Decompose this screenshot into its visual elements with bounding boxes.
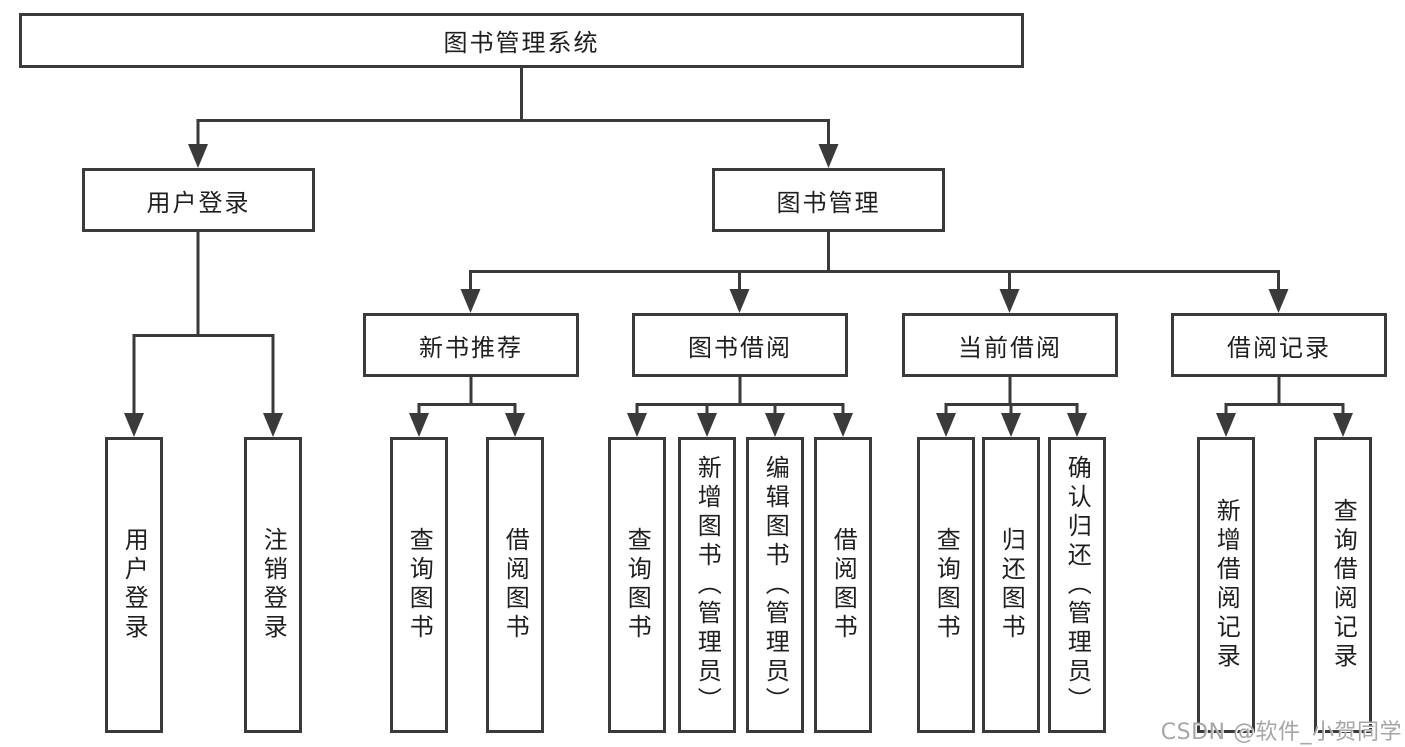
node-label: 图书管理系统 [443,29,600,57]
node-label: 图书借阅 [688,333,792,362]
node-label: 查询图书 [623,527,652,643]
node-label: 借阅记录 [1227,333,1331,362]
leaf-add-borrow-record: 新增借阅记录 [1197,437,1255,733]
node-label: 借阅图书 [829,527,858,643]
leaf-user-login: 用户登录 [105,437,163,733]
leaf-edit-books-admin: 编辑图书（管理员） [746,437,804,733]
leaf-logout: 注销登录 [244,437,302,733]
node-label: 查询借阅记录 [1329,498,1358,672]
leaf-return-books: 归还图书 [982,437,1040,733]
csdn-watermark: CSDN @软件_小贺同学 [1160,720,1402,745]
node-book-management: 图书管理 [712,168,945,232]
leaf-query-books-recommend: 查询图书 [390,437,448,733]
node-label: 查询图书 [405,527,434,643]
leaf-add-books-admin: 新增图书（管理员） [678,437,736,733]
node-label: 当前借阅 [958,333,1062,362]
node-label: 图书管理 [776,188,881,217]
arrowhead-group [124,144,1353,437]
leaf-borrow-books: 借阅图书 [814,437,872,733]
leaf-query-books-current: 查询图书 [917,437,975,733]
node-borrow-records: 借阅记录 [1171,313,1387,377]
node-new-book-recommend: 新书推荐 [363,313,579,377]
leaf-query-borrow-record: 查询借阅记录 [1314,437,1372,733]
leaf-query-books-borrow: 查询图书 [608,437,666,733]
node-label: 新增图书（管理员） [693,454,722,716]
node-label: 确认归还（管理员） [1063,454,1092,716]
node-label: 新书推荐 [419,333,523,362]
node-user-login: 用户登录 [82,168,315,232]
node-label: 注销登录 [259,527,288,643]
node-library-management-system: 图书管理系统 [19,13,1024,68]
node-book-borrow: 图书借阅 [632,313,848,377]
node-label: 用户登录 [146,188,251,217]
node-label: 用户登录 [120,527,149,643]
leaf-borrow-books-recommend: 借阅图书 [486,437,544,733]
node-label: 查询图书 [932,527,961,643]
node-label: 编辑图书（管理员） [761,454,790,716]
node-label: 归还图书 [997,527,1026,643]
node-current-borrow: 当前借阅 [902,313,1118,377]
node-label: 借阅图书 [501,527,530,643]
leaf-confirm-return-admin: 确认归还（管理员） [1048,437,1106,733]
node-label: 新增借阅记录 [1212,498,1241,672]
